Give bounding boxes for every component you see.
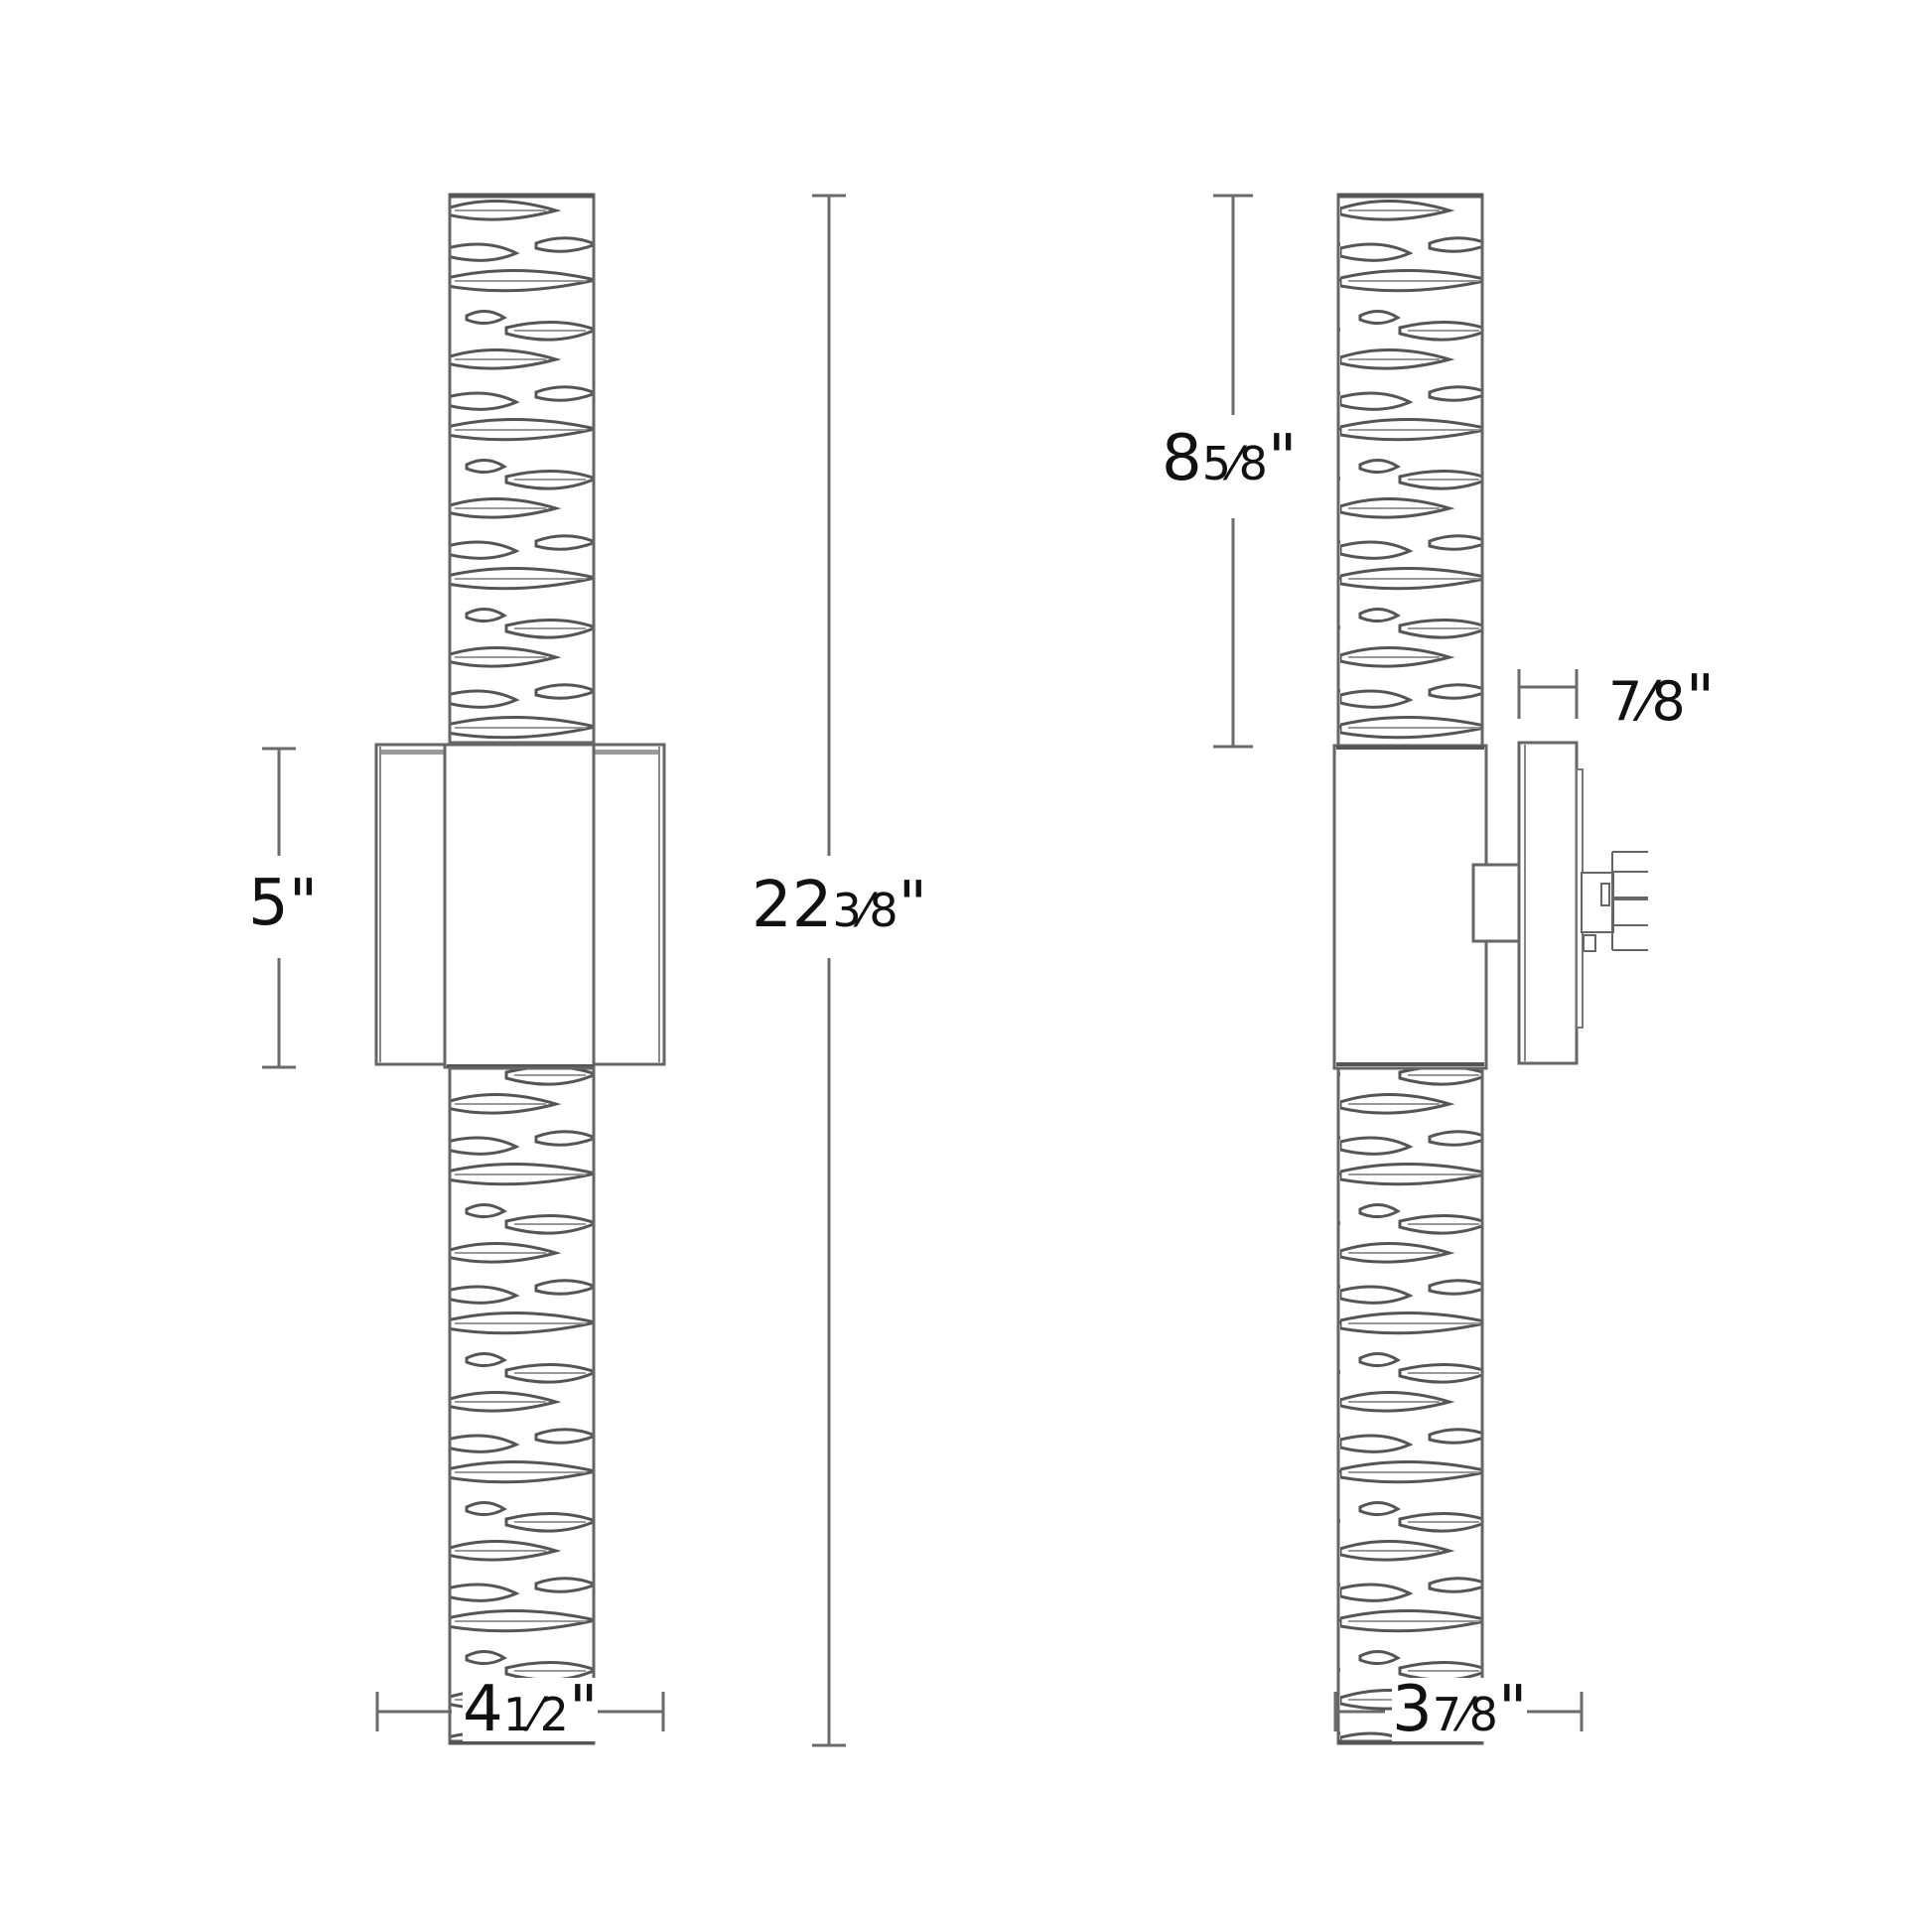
dim-line-backplate-depth (1517, 669, 1579, 719)
dim-line-front-width (375, 1692, 665, 1731)
side-view (1213, 193, 1648, 1745)
front-view (262, 193, 846, 1747)
side-arm (1471, 863, 1523, 943)
side-backplate (1517, 741, 1584, 1065)
dim-line-side-tube-height (1213, 194, 1253, 749)
side-lower-tube (1336, 1066, 1484, 1745)
front-lower-tube (448, 1066, 596, 1745)
side-housing (1332, 744, 1488, 1070)
mounting-bracket (1581, 851, 1648, 952)
label-backplate-depth: 7⁄8" (1608, 662, 1716, 736)
label-housing-height: 5" (248, 867, 319, 940)
dim-line-overall-height (812, 194, 846, 1747)
label-front-width: 41⁄2" (463, 1673, 599, 1746)
front-housing (374, 743, 666, 1069)
label-side-tube-height: 85⁄8" (1162, 422, 1298, 495)
label-overall-height: 223⁄8" (752, 869, 928, 942)
front-upper-tube (448, 193, 596, 745)
dim-line-housing-height (262, 747, 296, 1069)
side-upper-tube (1336, 193, 1484, 748)
label-side-depth: 37⁄8" (1392, 1673, 1528, 1746)
dim-line-side-depth (1333, 1692, 1584, 1731)
